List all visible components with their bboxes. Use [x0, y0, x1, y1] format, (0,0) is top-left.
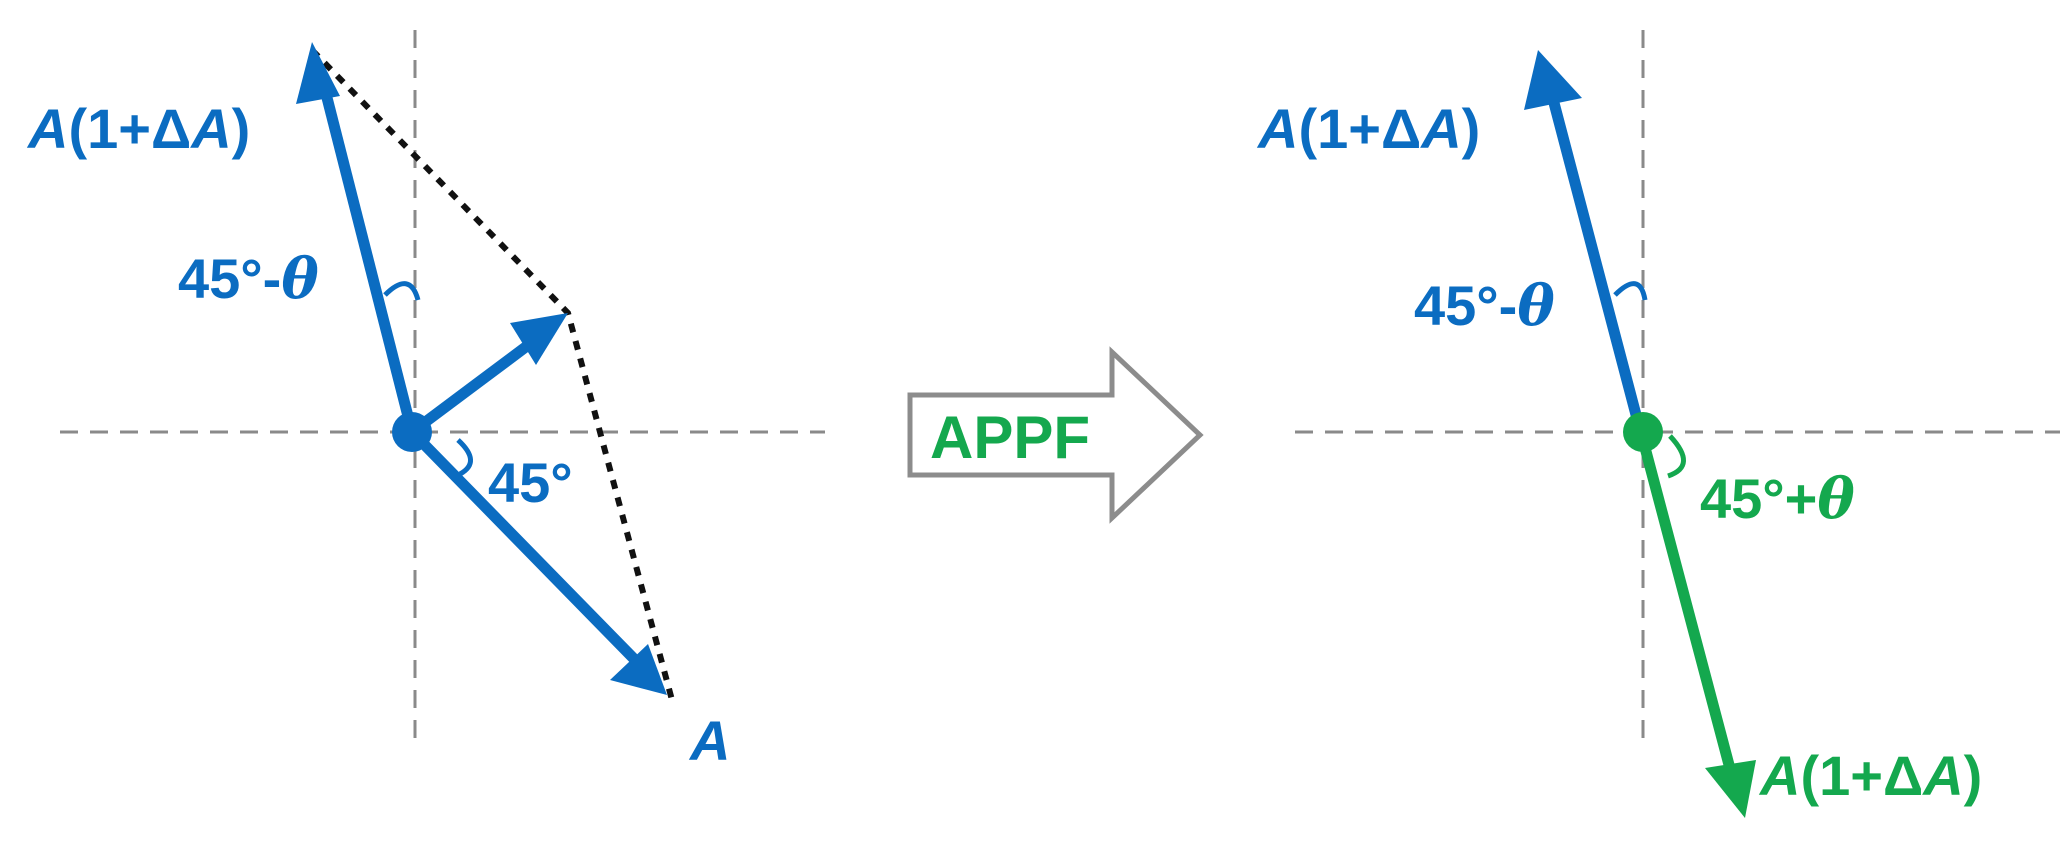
appf-block-arrow	[907, 346, 1204, 524]
left-top-label-close: )	[232, 97, 251, 160]
left-top-label-rest: (1+Δ	[68, 97, 191, 160]
left-panel	[60, 30, 825, 750]
right-top-arrowhead	[1524, 50, 1582, 110]
right-top-angle-theta: θ	[1517, 273, 1555, 339]
right-top-phasor	[1542, 78, 1646, 432]
left-top-label-a2: A	[189, 97, 231, 160]
right-top-label-a: A	[1256, 97, 1298, 160]
appf-arrow-outline	[907, 346, 1204, 524]
right-top-label-close: )	[1462, 97, 1481, 160]
right-bottom-angle-text: 45°+	[1700, 467, 1817, 530]
right-bottom-label-a: A	[1758, 744, 1800, 807]
left-sum-arrowhead	[510, 313, 568, 365]
left-top-label-a: A	[26, 97, 68, 160]
right-bottom-magnitude-label: A(1+ΔA)	[1758, 744, 1982, 807]
right-top-angle-label: 45°-θ	[1414, 273, 1555, 339]
left-bottom-magnitude-label: A	[688, 709, 730, 772]
right-bottom-label-close: )	[1964, 744, 1983, 807]
left-top-phasor	[316, 76, 418, 434]
left-top-angle-label: 45°-θ	[178, 246, 319, 312]
right-bottom-angle-theta: θ	[1817, 466, 1855, 532]
right-top-angle-text: 45°-	[1414, 274, 1517, 337]
left-origin-dot	[392, 412, 432, 452]
left-top-arrowhead	[296, 42, 340, 104]
left-angle-arc-top	[383, 281, 421, 301]
right-bottom-label-rest: (1+Δ	[1800, 744, 1923, 807]
right-bottom-label-a2: A	[1921, 744, 1963, 807]
left-top-angle-text: 45°-	[178, 247, 281, 310]
right-panel	[1295, 30, 2060, 818]
right-top-label-rest: (1+Δ	[1298, 97, 1421, 160]
left-angle-arc-bottom	[456, 438, 473, 477]
right-top-label-a2: A	[1419, 97, 1461, 160]
right-origin-dot	[1623, 412, 1663, 452]
left-bottom-angle-label: 45°	[488, 451, 573, 514]
left-top-magnitude-label: A(1+ΔA)	[26, 97, 250, 160]
left-sum-phasor	[408, 335, 539, 437]
left-bottom-phasor	[408, 428, 644, 669]
right-bottom-phasor	[1637, 438, 1739, 782]
left-top-angle-theta: θ	[281, 246, 319, 312]
right-bottom-arrowhead	[1705, 760, 1756, 818]
appf-label: APPF	[930, 404, 1090, 471]
left-bottom-arrowhead	[610, 644, 667, 695]
right-top-magnitude-label: A(1+ΔA)	[1256, 97, 1480, 160]
right-angle-arc-top	[1613, 281, 1648, 301]
right-bottom-angle-label: 45°+θ	[1700, 466, 1855, 532]
right-angle-arc-bottom	[1667, 434, 1686, 479]
